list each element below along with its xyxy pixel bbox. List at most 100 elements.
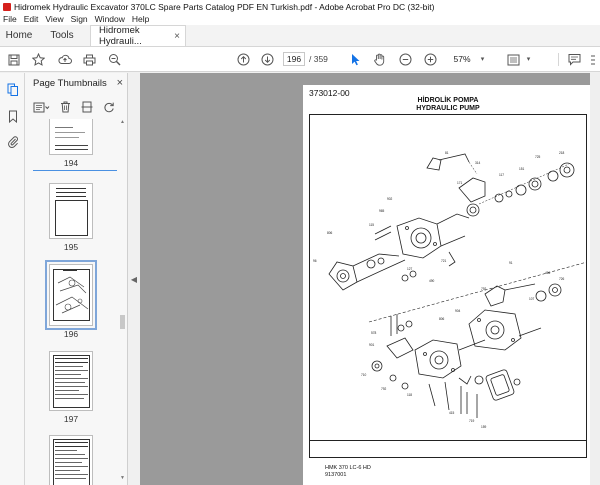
thumbnail-page-197[interactable] (49, 351, 93, 411)
svg-text:107: 107 (529, 297, 535, 301)
svg-text:901: 901 (369, 343, 375, 347)
save-icon[interactable] (6, 52, 21, 67)
window-title: Hidromek Hydraulic Excavator 370LC Spare… (14, 1, 435, 12)
thumbnail-options-icon[interactable] (33, 102, 50, 113)
hand-icon[interactable] (372, 52, 387, 67)
svg-text:81: 81 (445, 151, 449, 155)
minus-circle-icon[interactable] (398, 52, 413, 67)
doc-section-code: 373012-00 (309, 88, 350, 98)
thumbnails-panel-title: Page Thumbnails (33, 77, 107, 89)
page-thumbnails-icon[interactable] (6, 83, 19, 96)
svg-text:415: 415 (449, 411, 455, 415)
comment-icon[interactable] (567, 52, 582, 67)
rotate-page-icon[interactable] (103, 101, 115, 113)
doc-footer-code: 9137001 (325, 472, 347, 478)
svg-text:710: 710 (361, 373, 367, 377)
tab-tools[interactable]: Tools (50, 30, 74, 41)
thumbnail-page-196[interactable] (45, 260, 97, 330)
star-icon[interactable] (31, 52, 46, 67)
svg-text:792: 792 (481, 287, 487, 291)
collapse-panel-handle[interactable]: ◀ (128, 73, 140, 485)
close-panel-icon[interactable]: × (116, 77, 123, 89)
svg-text:490: 490 (429, 279, 435, 283)
svg-text:902: 902 (387, 197, 393, 201)
svg-text:578: 578 (371, 331, 377, 335)
scroll-down-icon[interactable]: ▼ (120, 475, 125, 481)
svg-text:792: 792 (381, 387, 387, 391)
fit-page-icon[interactable] (506, 52, 521, 67)
svg-text:965: 965 (379, 209, 385, 213)
svg-text:171: 171 (457, 181, 463, 185)
tab-document-label: Hidromek Hydrauli... (99, 25, 142, 47)
thumbnail-label: 196 (63, 329, 79, 339)
thumbnail-label: 194 (63, 158, 79, 168)
page-number-input[interactable]: 196 (283, 52, 305, 66)
svg-text:806: 806 (327, 231, 333, 235)
thumbnails-scrollbar[interactable]: ▲ ▼ (119, 119, 126, 485)
thumbnails-toolbar (25, 97, 127, 117)
close-tab-icon[interactable]: × (174, 30, 180, 42)
delete-page-icon[interactable] (60, 101, 71, 113)
zoom-search-icon[interactable] (107, 52, 122, 67)
thumbnail-label: 195 (63, 242, 79, 252)
doc-title-english: HYDRAULIC PUMP (416, 105, 480, 112)
bookmark-icon[interactable] (6, 110, 19, 123)
cursor-arrow-icon[interactable] (348, 52, 363, 67)
tab-bar: Home Tools Hidromek Hydrauli... × (0, 25, 600, 47)
left-navigation-rail (0, 73, 25, 485)
thumbnail-page-195[interactable] (49, 183, 93, 239)
zoom-level-select[interactable]: 57% (453, 54, 471, 64)
attachment-icon[interactable] (6, 135, 19, 148)
doc-footer-model: HMK 370 LC-6 HD (325, 465, 371, 471)
title-bar: Hidromek Hydraulic Excavator 370LC Spare… (0, 0, 600, 13)
diagram-frame-divider (309, 440, 587, 441)
scrollbar-thumb[interactable] (120, 315, 125, 329)
chevron-left-icon: ◀ (130, 274, 138, 284)
thumbnail-page-198[interactable] (49, 435, 93, 485)
diagram-frame (309, 114, 587, 458)
svg-text:117: 117 (499, 173, 504, 177)
svg-text:96: 96 (313, 259, 317, 263)
scroll-up-icon[interactable]: ▲ (120, 119, 125, 125)
arrow-up-circle-icon[interactable] (236, 52, 251, 67)
document-view[interactable]: 373012-00 HİDROLİK POMPA HYDRAULIC PUMP (140, 73, 600, 485)
zoom-dropdown-chevron-icon[interactable]: ▾ (480, 56, 485, 63)
svg-text:115: 115 (369, 223, 374, 227)
svg-text:91: 91 (509, 261, 513, 265)
svg-text:406: 406 (545, 271, 551, 275)
more-icon[interactable] (588, 52, 598, 67)
toolbar-separator (558, 53, 559, 66)
svg-text:725: 725 (535, 155, 541, 159)
menu-help[interactable]: Help (131, 14, 150, 24)
menu-file[interactable]: File (3, 14, 17, 24)
menu-sign[interactable]: Sign (70, 14, 88, 24)
arrow-down-circle-icon[interactable] (260, 52, 275, 67)
svg-text:726: 726 (559, 277, 565, 281)
thumbnail-page-194[interactable] (49, 119, 93, 155)
plus-circle-icon[interactable] (423, 52, 438, 67)
svg-text:159: 159 (481, 425, 487, 429)
main-toolbar: 196 / 359 57% ▾ ▾ (0, 47, 600, 72)
page-thumbnails-panel: Page Thumbnails × 194 195 (25, 73, 128, 485)
menu-window[interactable]: Window (94, 14, 125, 24)
svg-text:314: 314 (475, 161, 481, 165)
svg-text:719: 719 (469, 419, 475, 423)
pdf-page: 373012-00 HİDROLİK POMPA HYDRAULIC PUMP (303, 85, 593, 485)
tab-document[interactable]: Hidromek Hydrauli... × (90, 25, 186, 47)
extract-page-icon[interactable] (81, 101, 93, 113)
tab-home[interactable]: Home (5, 30, 33, 41)
svg-text:218: 218 (559, 151, 565, 155)
cloud-upload-icon[interactable] (57, 52, 72, 67)
insert-position-indicator (33, 170, 117, 171)
menu-view[interactable]: View (45, 14, 64, 24)
right-scroll-area[interactable] (590, 73, 600, 485)
fit-dropdown-chevron-icon[interactable]: ▾ (526, 56, 531, 63)
print-icon[interactable] (82, 52, 97, 67)
menu-edit[interactable]: Edit (23, 14, 39, 24)
svg-text:904: 904 (455, 309, 461, 313)
svg-text:721: 721 (441, 259, 447, 263)
acrobat-app-icon (3, 2, 11, 11)
page-total: / 359 (309, 54, 328, 64)
svg-text:806: 806 (439, 317, 445, 321)
